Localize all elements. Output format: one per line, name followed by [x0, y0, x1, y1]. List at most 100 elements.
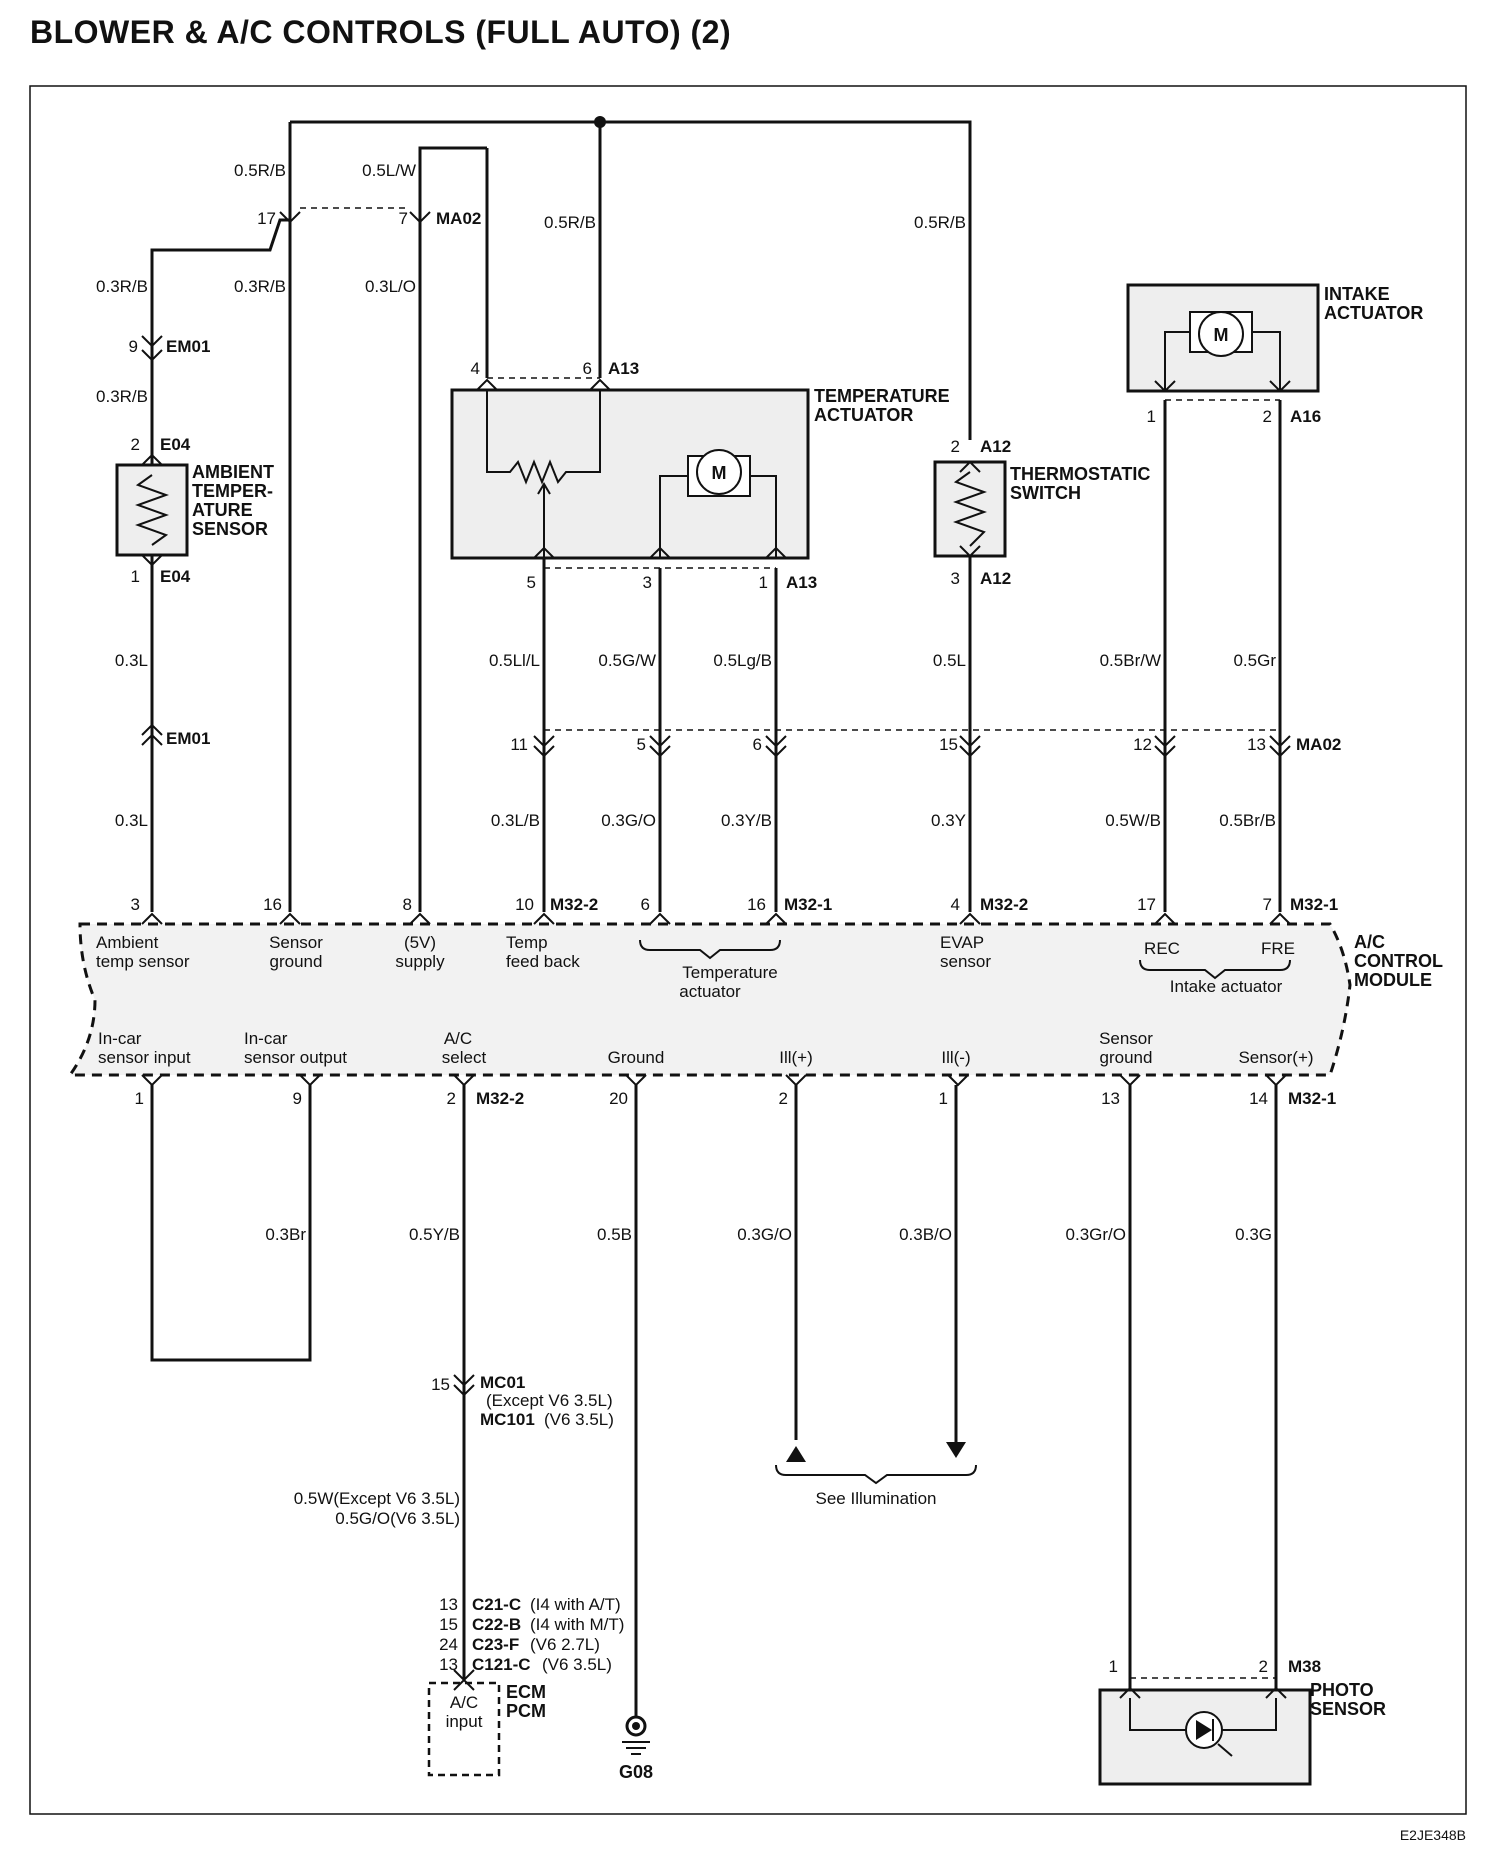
module-pin-label: actuator [679, 982, 741, 1001]
pin-number: 17 [257, 209, 276, 228]
wire-label: 0.3L/B [491, 811, 540, 830]
component-label: THERMOSTATIC [1010, 464, 1150, 484]
wire-label: 0.3L [115, 651, 148, 670]
pin-number: 2 [131, 435, 140, 454]
pin-number: 12 [1133, 735, 1152, 754]
pin-number: 1 [939, 1089, 948, 1108]
pin-number: 7 [1263, 895, 1272, 914]
pin-number: 10 [515, 895, 534, 914]
motor-label: M [712, 463, 727, 483]
connector-note: (V6 3.5L) [544, 1410, 614, 1429]
ground-label: G08 [619, 1762, 653, 1782]
module-pin-label: Ill(+) [779, 1048, 813, 1067]
wire-labels: 0.5R/B 0.5L/W 0.5R/B 0.5R/B 0.3R/B 0.3R/… [96, 161, 1276, 1528]
component-label: ACTUATOR [814, 405, 913, 425]
module-pin-label: sensor [940, 952, 991, 971]
module-pin-label: sensor input [98, 1048, 191, 1067]
connector-id: MC01 [480, 1373, 525, 1392]
pin-numbers: 17 7 9 2 1 4 6 5 3 1 2 3 1 2 11 5 6 15 1… [129, 209, 1272, 1676]
pin-number: 3 [643, 573, 652, 592]
module-pin-label: ground [1100, 1048, 1153, 1067]
temperature-actuator: M [450, 377, 810, 569]
wire-label: 0.5B [597, 1225, 632, 1244]
pin-number: 6 [641, 895, 650, 914]
pin-number: 9 [129, 337, 138, 356]
photo-sensor [1098, 1677, 1312, 1786]
ground-g08 [622, 1715, 650, 1755]
connector-id: E04 [160, 435, 191, 454]
pin-number: 1 [1109, 1657, 1118, 1676]
connector-id: M32-1 [1290, 895, 1338, 914]
component-label: CONTROL [1354, 951, 1443, 971]
pin-number: 3 [951, 569, 960, 588]
wire-label: 0.3G/O [601, 811, 656, 830]
module-function-labels: Ambient temp sensor Sensor ground (5V) s… [96, 933, 1314, 1067]
connector-id: MA02 [1296, 735, 1341, 754]
pin-number: 2 [1263, 407, 1272, 426]
pin-number: 11 [510, 735, 528, 754]
component-label: ECM [506, 1682, 546, 1702]
module-pin-label: Ambient [96, 933, 159, 952]
wire-label: 0.5G/O(V6 3.5L) [335, 1509, 460, 1528]
wire-label: 0.5Ll/L [489, 651, 540, 670]
connector-id: MA02 [436, 209, 481, 228]
module-pin-label: sensor output [244, 1048, 347, 1067]
connector-id: M32-1 [784, 895, 832, 914]
connector-ids: MA02 EM01 E04 E04 A13 A13 A12 A12 A16 EM… [160, 209, 1341, 1676]
wire-label: 0.3Y [931, 811, 966, 830]
connector-id: A12 [980, 569, 1011, 588]
connector-id: MC101 [480, 1410, 535, 1429]
pin-number: 2 [779, 1089, 788, 1108]
ecm-input-label: input [446, 1712, 483, 1731]
page-title: BLOWER & A/C CONTROLS (FULL AUTO) (2) [30, 14, 732, 50]
module-pin-label: Sensor [1099, 1029, 1153, 1048]
module-pin-label: EVAP [940, 933, 984, 952]
footer-code: E2JE348B [1400, 1827, 1466, 1843]
pin-number: 1 [131, 567, 140, 586]
connector-symbols [141, 207, 431, 746]
wire-label: 0.5Br/W [1100, 651, 1161, 670]
component-label: SENSOR [1310, 1699, 1386, 1719]
pin-number: 6 [583, 359, 592, 378]
wire-label: 0.3G [1235, 1225, 1272, 1244]
connector-id: A13 [786, 573, 817, 592]
module-pin-label: supply [395, 952, 445, 971]
module-pin-label: (5V) [404, 933, 436, 952]
module-pin-label: Ill(-) [941, 1048, 970, 1067]
pin-number: 16 [263, 895, 282, 914]
illum-plus-arrow [786, 1446, 806, 1462]
connector-id: M32-1 [1288, 1089, 1336, 1108]
connector-id: EM01 [166, 337, 210, 356]
pin-number: 1 [1147, 407, 1156, 426]
wire-label: 0.3L/O [365, 277, 416, 296]
wire-label: 0.5R/B [544, 213, 596, 232]
pin-number: 2 [951, 437, 960, 456]
pin-number: 6 [753, 735, 762, 754]
pin-number: 13 [1247, 735, 1266, 754]
module-pin-label: Ground [608, 1048, 665, 1067]
wire-label: 0.5L/W [362, 161, 416, 180]
connector-id: A16 [1290, 407, 1321, 426]
connector-id: C23-F [472, 1635, 519, 1654]
connector-id: C121-C [472, 1655, 531, 1674]
component-label: TEMPER- [192, 481, 273, 501]
connector-id: M32-2 [980, 895, 1028, 914]
connector-id: M32-2 [550, 895, 598, 914]
pin-number: 17 [1137, 895, 1156, 914]
component-label: ACTUATOR [1324, 303, 1423, 323]
wire-label: 0.3Br [265, 1225, 306, 1244]
connector-id: EM01 [166, 729, 210, 748]
pin-number: 13 [439, 1595, 458, 1614]
pin-number: 4 [471, 359, 480, 378]
component-label: TEMPERATURE [814, 386, 950, 406]
wire-label: 0.5R/B [914, 213, 966, 232]
pin-number: 8 [403, 895, 412, 914]
module-pin-label: Sensor(+) [1238, 1048, 1313, 1067]
pin-number: 14 [1249, 1089, 1268, 1108]
pin-number: 2 [1259, 1657, 1268, 1676]
connector-id: M38 [1288, 1657, 1321, 1676]
module-pin-label: A/C [444, 1029, 472, 1048]
wire-label: 0.3L [115, 811, 148, 830]
pin-number: 24 [439, 1635, 458, 1654]
